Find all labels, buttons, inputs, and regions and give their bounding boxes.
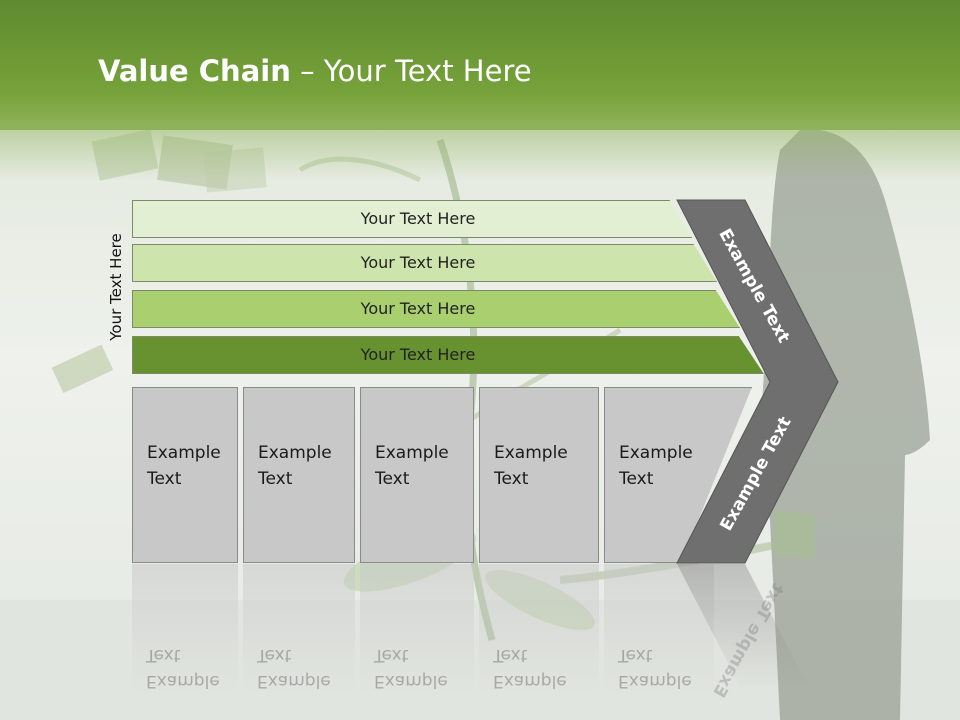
primary-activity-box-4: Example Text xyxy=(479,387,599,563)
reflection-box-1: Example Text xyxy=(132,564,238,694)
support-bar-1-label: Your Text Here xyxy=(360,209,476,228)
reflection-box-5: Example Text xyxy=(604,564,714,694)
reflection-box-4: Example Text xyxy=(479,564,599,694)
primary-activity-label-1: Example Text xyxy=(147,443,221,489)
primary-activity-label-2: Example Text xyxy=(258,443,332,489)
support-bar-2-label: Your Text Here xyxy=(360,253,476,272)
reflection-label-2: Example Text xyxy=(257,645,331,691)
reflection-label-1: Example Text xyxy=(146,645,220,691)
title-banner-fade xyxy=(0,120,960,180)
primary-activity-box-3: Example Text xyxy=(360,387,474,563)
title-banner xyxy=(0,0,960,130)
vertical-side-label: Your Text Here xyxy=(107,233,125,341)
slide-title-rest: – Your Text Here xyxy=(290,54,532,88)
support-bar-2: Your Text Here xyxy=(132,244,717,282)
primary-activity-box-2: Example Text xyxy=(243,387,355,563)
primary-activity-label-5: Example Text xyxy=(619,443,693,489)
primary-activity-label-3: Example Text xyxy=(375,443,449,489)
reflection-label-3: Example Text xyxy=(374,645,448,691)
reflection-box-3: Example Text xyxy=(360,564,474,694)
primary-activity-label-4: Example Text xyxy=(494,443,568,489)
support-bar-1: Your Text Here xyxy=(132,200,692,238)
reflection-label-4: Example Text xyxy=(493,645,567,691)
support-bar-3-label: Your Text Here xyxy=(360,299,476,318)
support-bar-4: Your Text Here xyxy=(132,336,764,374)
slide-title: Value Chain – Your Text Here xyxy=(98,54,532,88)
support-bar-3: Your Text Here xyxy=(132,290,740,328)
reflection-label-5: Example Text xyxy=(618,645,692,691)
reflection-box-2: Example Text xyxy=(243,564,355,694)
primary-activity-box-1: Example Text xyxy=(132,387,238,563)
slide-title-bold: Value Chain xyxy=(98,54,291,88)
support-bar-4-label: Your Text Here xyxy=(360,345,476,364)
